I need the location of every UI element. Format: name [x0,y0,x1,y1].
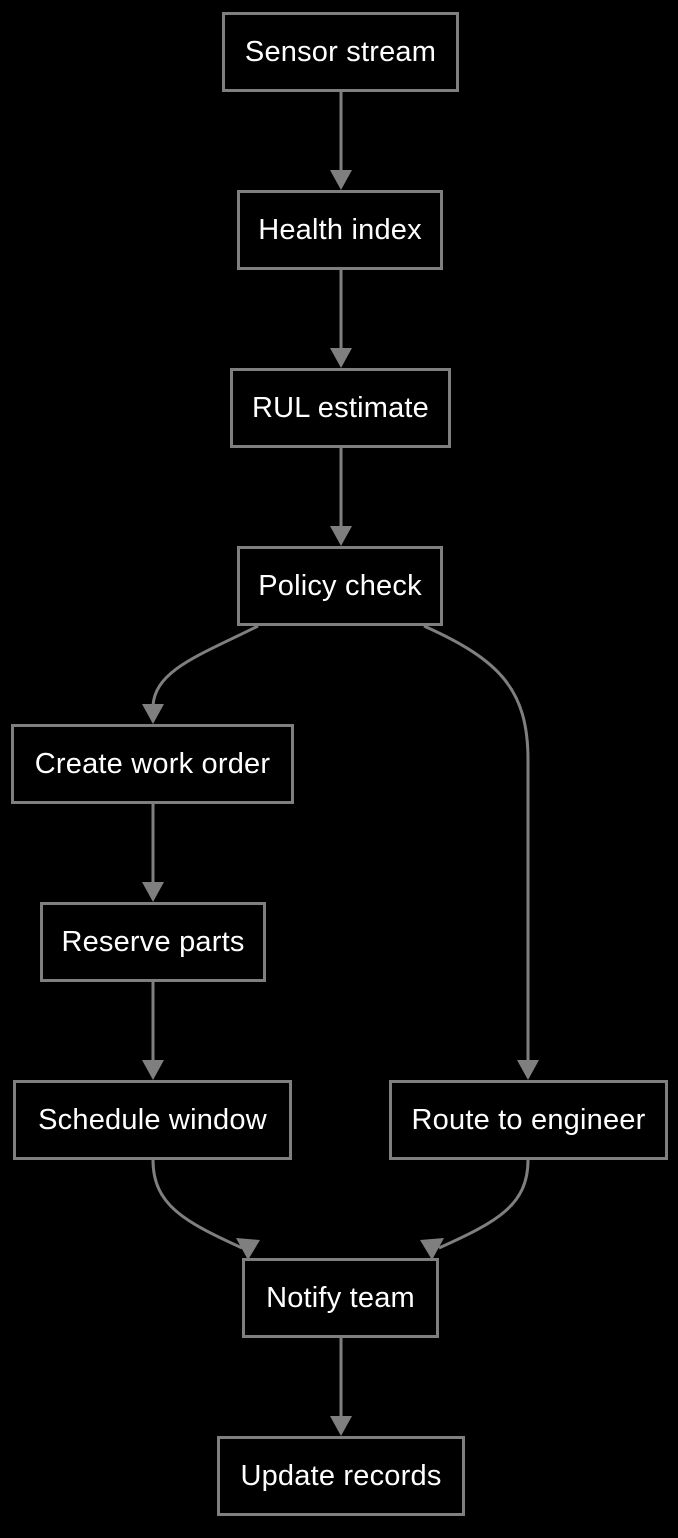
arrowhead-rul [330,348,352,368]
arrowhead-route [517,1060,539,1080]
node-notify-team: Notify team [242,1258,439,1338]
node-health-index: Health index [237,190,443,270]
node-label: Reserve parts [61,925,245,958]
edge-schedule-to-notify [151,1159,243,1250]
node-policy-check: Policy check [237,546,443,626]
node-label: Schedule window [38,1103,267,1136]
node-sensor-stream: Sensor stream [222,12,459,92]
node-label: Update records [240,1459,442,1492]
node-label: RUL estimate [252,391,429,424]
arrowhead-health [330,170,352,190]
arrowhead-create [142,704,164,724]
node-label: Notify team [266,1281,415,1314]
edge-route-to-notify [438,1159,530,1250]
node-label: Health index [258,213,422,246]
node-label: Sensor stream [244,35,437,68]
node-label: Create work order [34,747,271,780]
node-reserve-parts: Reserve parts [40,902,266,982]
arrowhead-policy [330,526,352,546]
node-label: Policy check [258,569,422,602]
arrowhead-notify-right [420,1238,444,1260]
node-update-records: Update records [217,1436,465,1516]
arrowhead-update [330,1416,352,1436]
node-create-work-order: Create work order [11,724,294,804]
edge-policy-to-route [423,624,530,1062]
node-route-to-engineer: Route to engineer [389,1080,668,1160]
arrowhead-reserve [142,882,164,902]
node-label: Route to engineer [411,1103,646,1136]
node-rul-estimate: RUL estimate [230,368,451,448]
arrowhead-schedule [142,1060,164,1080]
arrowhead-notify-left [236,1238,260,1260]
edge-policy-to-create [151,624,259,707]
node-schedule-window: Schedule window [13,1080,292,1160]
